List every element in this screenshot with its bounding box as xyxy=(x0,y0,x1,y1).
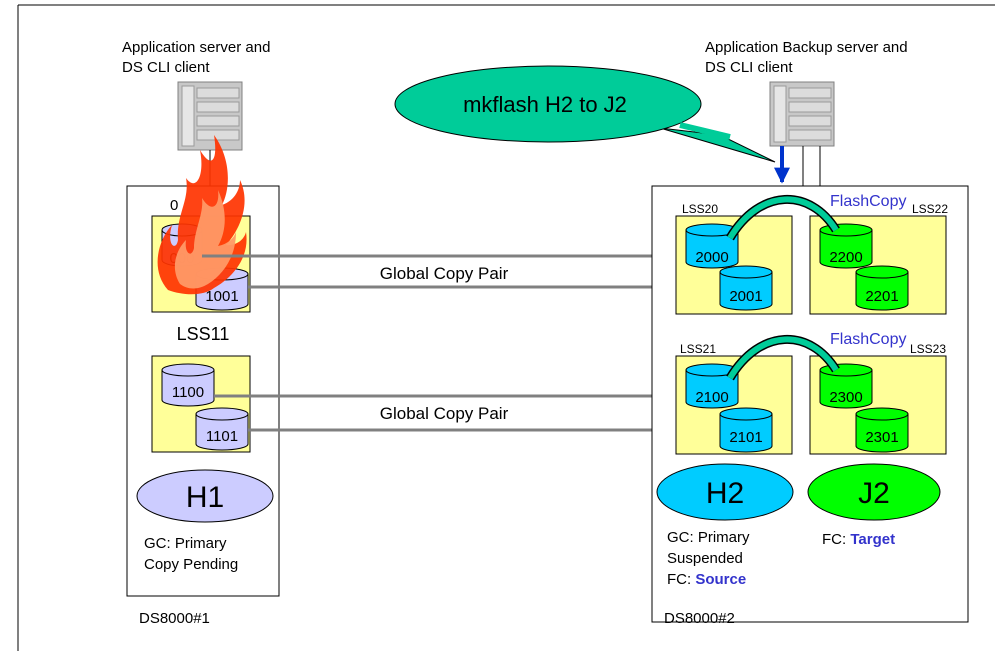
flashcopy-label-top: FlashCopy xyxy=(830,193,906,210)
lss21-label: LSS21 xyxy=(680,342,716,356)
group-j2 xyxy=(807,463,941,521)
volume-1100-label: 1100 xyxy=(172,384,204,401)
volume-2101: 2101 xyxy=(719,407,773,453)
h1-status-1: GC: Primary xyxy=(144,535,227,552)
left-server-icon xyxy=(177,81,243,151)
left-server-label-1: Application server and xyxy=(122,39,270,56)
global-copy-pair-label-bottom: Global Copy Pair xyxy=(380,404,509,423)
callout-text: mkflash H2 to J2 xyxy=(463,92,627,117)
volume-2300: 2300 xyxy=(819,363,873,409)
h2-fc-status: FC: Source xyxy=(667,571,746,588)
volume-1101-label: 1101 xyxy=(206,428,238,445)
command-callout xyxy=(394,65,776,163)
h2-fc-prefix: FC: xyxy=(667,571,695,588)
flashcopy-label-bottom: FlashCopy xyxy=(830,331,906,348)
volume-2301-label: 2301 xyxy=(865,429,898,446)
j2-fc-role: Target xyxy=(850,531,895,548)
group-h1-label: H1 xyxy=(186,481,224,514)
lss10-label: 0 xyxy=(170,197,178,214)
right-system-name: DS8000#2 xyxy=(664,610,735,627)
h2-fc-role: Source xyxy=(695,571,746,588)
volume-1001-label: 1001 xyxy=(205,288,238,305)
j2-fc-prefix: FC: xyxy=(822,531,850,548)
lss20-label: LSS20 xyxy=(682,202,718,216)
volume-2201-label: 2201 xyxy=(865,288,898,305)
left-server-label-2: DS CLI client xyxy=(122,59,210,76)
right-server-label-1: Application Backup server and xyxy=(705,39,908,56)
volume-2100: 2100 xyxy=(685,363,739,409)
volume-1101: 1101 xyxy=(195,407,249,451)
volume-2100-label: 2100 xyxy=(695,389,728,406)
volume-2301: 2301 xyxy=(855,407,909,453)
group-h2 xyxy=(656,463,794,521)
flashcopy-arc-bottom xyxy=(727,336,839,380)
h2-status-1: GC: Primary xyxy=(667,529,750,546)
volume-1100: 1100 xyxy=(161,363,215,407)
volume-2200-label: 2200 xyxy=(829,249,862,266)
volume-2201: 2201 xyxy=(855,265,909,311)
lss22-label: LSS22 xyxy=(912,202,948,216)
global-copy-pair-label-top: Global Copy Pair xyxy=(380,264,509,283)
lss23-label: LSS23 xyxy=(910,342,946,356)
volume-2001-label: 2001 xyxy=(729,288,762,305)
right-server-icon xyxy=(769,81,835,147)
volume-2101-label: 2101 xyxy=(729,429,762,446)
group-h2-label: H2 xyxy=(706,477,744,510)
fire-icon xyxy=(157,135,247,295)
h2-status-2: Suspended xyxy=(667,550,743,567)
group-h1 xyxy=(136,469,274,523)
j2-fc-status: FC: Target xyxy=(822,531,895,548)
lss11-label: LSS11 xyxy=(177,324,230,344)
group-j2-label: J2 xyxy=(858,477,890,510)
volume-2000-label: 2000 xyxy=(695,249,728,266)
right-server-label-2: DS CLI client xyxy=(705,59,793,76)
left-system-name: DS8000#1 xyxy=(139,610,210,627)
h1-status-2: Copy Pending xyxy=(144,556,238,573)
volume-2001: 2001 xyxy=(719,265,773,311)
flashcopy-arc-top xyxy=(727,196,839,240)
volume-2300-label: 2300 xyxy=(829,389,862,406)
volume-2000: 2000 xyxy=(685,223,739,269)
volume-2200: 2200 xyxy=(819,223,873,269)
